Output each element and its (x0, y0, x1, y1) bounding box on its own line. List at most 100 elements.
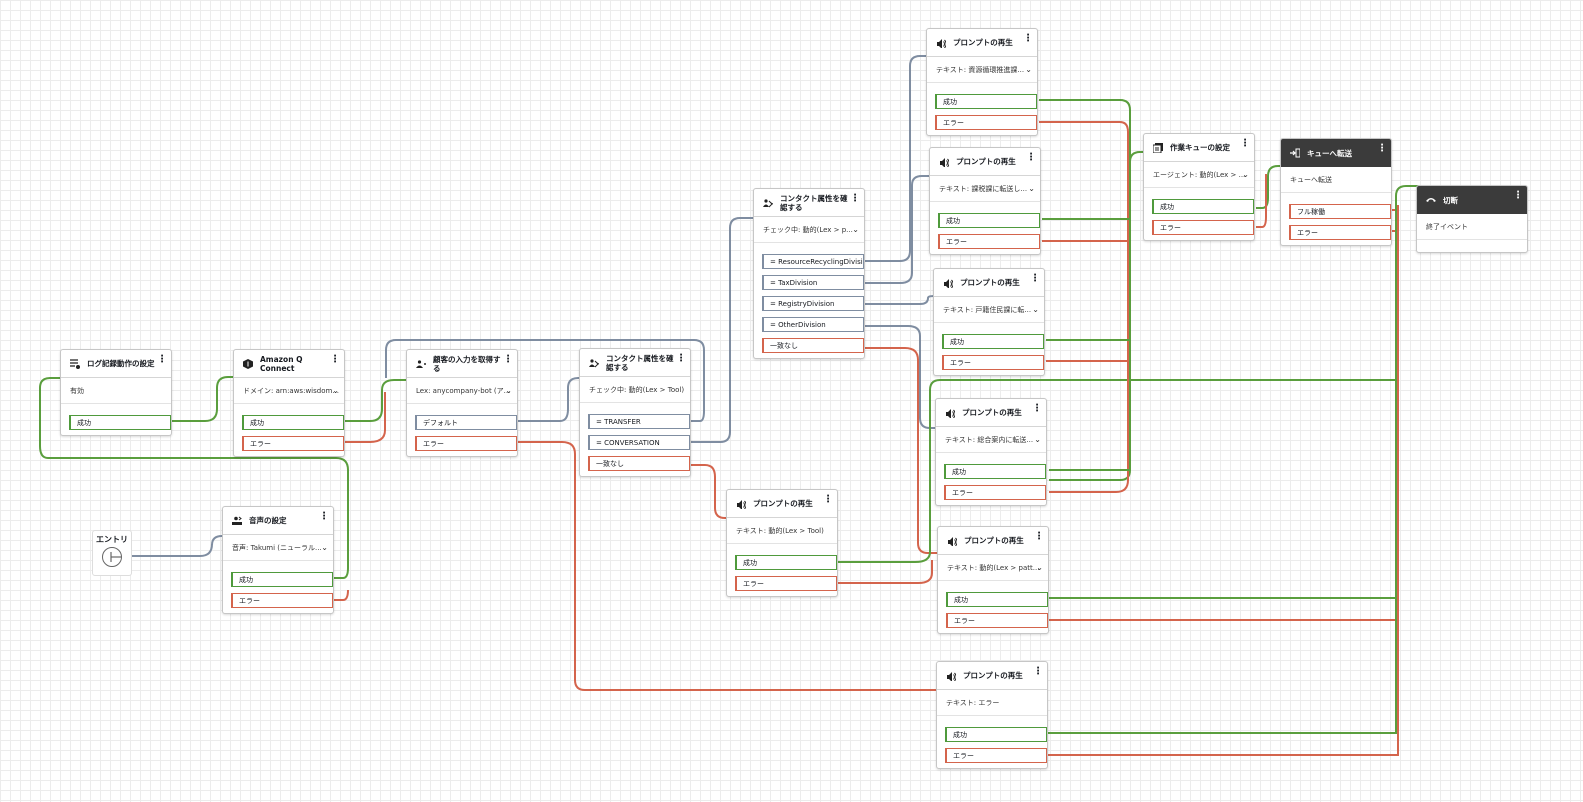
flow-block-aqc[interactable]: Amazon Q Connect⋮ドメイン: arn:aws:wisdom...… (233, 349, 345, 457)
entry-node[interactable]: エントリ (92, 530, 132, 576)
chevron-down-icon[interactable]: ⌄ (1032, 305, 1039, 314)
branch-ok[interactable]: 成功 (942, 334, 1044, 349)
block-header[interactable]: キューへ転送⋮ (1281, 139, 1391, 167)
branch-ok[interactable]: 成功 (944, 464, 1046, 479)
connector-neu (518, 377, 586, 422)
branch-err[interactable]: エラー (242, 436, 344, 451)
branch-err[interactable]: エラー (935, 115, 1037, 130)
flow-block-p4[interactable]: プロンプトの再生⋮テキスト: 総合案内に転送...⌄成功エラー (935, 398, 1047, 506)
chevron-down-icon[interactable]: ⌄ (505, 386, 512, 395)
chevron-down-icon[interactable]: ⌄ (1034, 435, 1041, 444)
branch-ok[interactable]: 成功 (1152, 199, 1254, 214)
branch-err[interactable]: エラー (415, 436, 517, 451)
block-header[interactable]: プロンプトの再生⋮ (927, 29, 1037, 57)
branch-err[interactable]: 一致なし (762, 338, 864, 353)
branch-err[interactable]: エラー (945, 748, 1047, 763)
branch-neu[interactable]: = OtherDivision (762, 317, 864, 332)
branch-err[interactable]: エラー (1152, 220, 1254, 235)
block-header[interactable]: ログ記録動作の設定⋮ (61, 350, 171, 378)
branch-neu[interactable]: デフォルト (415, 415, 517, 430)
connector-err (334, 589, 349, 601)
block-header[interactable]: プロンプトの再生⋮ (938, 527, 1048, 555)
more-options-icon[interactable]: ⋮ (503, 354, 513, 365)
more-options-icon[interactable]: ⋮ (1032, 403, 1042, 414)
block-parameter: 有効 (61, 378, 171, 404)
flow-block-queue[interactable]: 作業キューの設定⋮エージェント: 動的(Lex > ...⌄成功エラー (1143, 133, 1255, 241)
branch-ok[interactable]: 成功 (69, 415, 171, 430)
branch-err[interactable]: 一致なし (588, 456, 690, 471)
more-options-icon[interactable]: ⋮ (330, 354, 340, 365)
block-header[interactable]: 切断⋮ (1417, 186, 1527, 214)
more-options-icon[interactable]: ⋮ (1377, 143, 1387, 154)
branch-neu[interactable]: = TRANSFER (588, 414, 690, 429)
flow-block-p1[interactable]: プロンプトの再生⋮テキスト: 資源循環推進課...⌄成功エラー (926, 28, 1038, 136)
branch-neu[interactable]: = TaxDivision (762, 275, 864, 290)
chevron-down-icon[interactable]: ⌄ (321, 543, 328, 552)
transfer-icon (1289, 148, 1301, 158)
more-options-icon[interactable]: ⋮ (157, 354, 167, 365)
branch-err[interactable]: エラー (735, 576, 837, 591)
block-title: 作業キューの設定 (1170, 143, 1230, 152)
more-options-icon[interactable]: ⋮ (850, 193, 860, 204)
more-options-icon[interactable]: ⋮ (1033, 666, 1043, 677)
branch-err[interactable]: エラー (938, 234, 1040, 249)
more-options-icon[interactable]: ⋮ (1023, 33, 1033, 44)
block-header[interactable]: プロンプトの再生⋮ (727, 490, 837, 518)
branch-ok[interactable]: 成功 (735, 555, 837, 570)
flow-block-input[interactable]: 顧客の入力を取得する⋮Lex: anycompany-bot (ア...⌄デフォ… (406, 349, 518, 457)
chevron-down-icon[interactable]: ⌄ (1025, 65, 1032, 74)
flow-block-p2[interactable]: プロンプトの再生⋮テキスト: 課税課に転送し...⌄成功エラー (929, 147, 1041, 255)
branch-list: 成功エラー (938, 581, 1048, 633)
block-header[interactable]: 作業キューの設定 ⋮ (1144, 134, 1254, 162)
branch-err[interactable]: エラー (944, 485, 1046, 500)
block-header[interactable]: プロンプトの再生⋮ (936, 399, 1046, 427)
flow-block-disc[interactable]: 切断⋮ 終了イベント (1416, 185, 1528, 253)
branch-err[interactable]: エラー (231, 593, 333, 608)
branch-ok[interactable]: 成功 (231, 572, 333, 587)
branch-err[interactable]: エラー (1289, 225, 1391, 240)
chevron-down-icon[interactable]: ⌄ (332, 386, 339, 395)
block-header[interactable]: プロンプトの再生⋮ (937, 662, 1047, 690)
flow-block-p5[interactable]: プロンプトの再生⋮テキスト: 動的(Lex > patt...⌄成功エラー (937, 526, 1049, 634)
more-options-icon[interactable]: ⋮ (1026, 152, 1036, 163)
block-header[interactable]: 顧客の入力を取得する⋮ (407, 350, 517, 378)
branch-list: 成功 (61, 404, 171, 435)
flow-block-check2[interactable]: コンタクト属性を確認する⋮チェック中: 動的(Lex > p...⌄= Reso… (753, 188, 865, 359)
more-options-icon[interactable]: ⋮ (1030, 273, 1040, 284)
block-header[interactable]: プロンプトの再生⋮ (930, 148, 1040, 176)
chevron-down-icon[interactable]: ⌄ (1036, 563, 1043, 572)
block-header[interactable]: Amazon Q Connect⋮ (234, 350, 344, 378)
more-options-icon[interactable]: ⋮ (1034, 531, 1044, 542)
more-options-icon[interactable]: ⋮ (823, 494, 833, 505)
block-header[interactable]: コンタクト属性を確認する⋮ (580, 349, 690, 377)
block-header[interactable]: 音声の設定⋮ (223, 507, 333, 535)
flow-block-voice[interactable]: 音声の設定⋮音声: Takumi (ニューラル...⌄成功エラー (222, 506, 334, 614)
block-header[interactable]: プロンプトの再生⋮ (934, 269, 1044, 297)
branch-ok[interactable]: 成功 (938, 213, 1040, 228)
branch-neu[interactable]: = ResourceRecyclingDivision (762, 254, 864, 269)
branch-err[interactable]: エラー (946, 613, 1048, 628)
block-header[interactable]: コンタクト属性を確認する⋮ (754, 189, 864, 217)
chevron-down-icon[interactable]: ⌄ (1028, 184, 1035, 193)
flow-block-p6[interactable]: プロンプトの再生⋮テキスト: エラー成功エラー (936, 661, 1048, 769)
branch-err[interactable]: フル稼働 (1289, 204, 1391, 219)
branch-neu[interactable]: = CONVERSATION (588, 435, 690, 450)
flow-block-check1[interactable]: コンタクト属性を確認する⋮チェック中: 動的(Lex > Tool)= TRAN… (579, 348, 691, 477)
branch-ok[interactable]: 成功 (242, 415, 344, 430)
chevron-down-icon[interactable]: ⌄ (1242, 170, 1249, 179)
more-options-icon[interactable]: ⋮ (1240, 138, 1250, 149)
more-options-icon[interactable]: ⋮ (1513, 190, 1523, 201)
flow-block-p3[interactable]: プロンプトの再生⋮テキスト: 戸籍住民課に転...⌄成功エラー (933, 268, 1045, 376)
more-options-icon[interactable]: ⋮ (676, 353, 686, 364)
branch-err[interactable]: エラー (942, 355, 1044, 370)
flow-block-log[interactable]: ログ記録動作の設定⋮有効成功 (60, 349, 172, 436)
parameter-text: 終了イベント (1426, 222, 1468, 231)
branch-ok[interactable]: 成功 (945, 727, 1047, 742)
branch-ok[interactable]: 成功 (946, 592, 1048, 607)
flow-block-play_tool[interactable]: プロンプトの再生⋮テキスト: 動的(Lex > Tool)成功エラー (726, 489, 838, 597)
chevron-down-icon[interactable]: ⌄ (852, 225, 859, 234)
branch-neu[interactable]: = RegistryDivision (762, 296, 864, 311)
more-options-icon[interactable]: ⋮ (319, 511, 329, 522)
flow-block-transfer[interactable]: キューへ転送⋮キューへ転送フル稼働エラー (1280, 138, 1392, 246)
branch-ok[interactable]: 成功 (935, 94, 1037, 109)
